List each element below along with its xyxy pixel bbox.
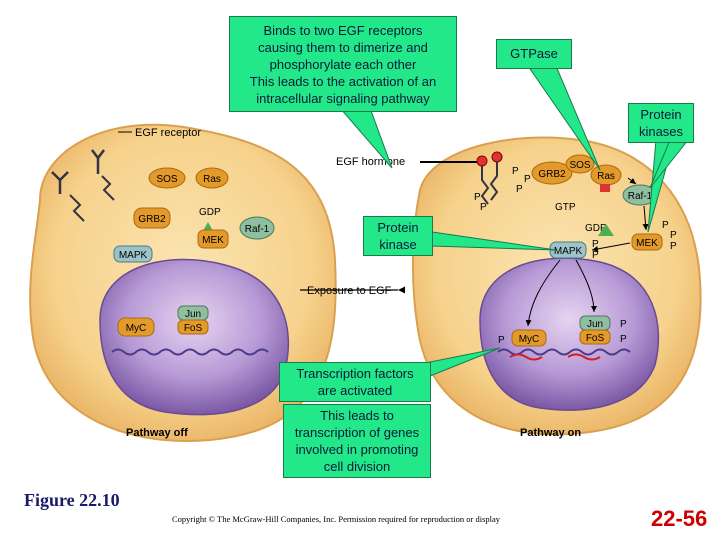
protein-grb2-right: GRB2 <box>531 161 573 185</box>
egf-receptors-left <box>51 131 132 222</box>
cell-pathway-on <box>411 136 702 436</box>
svg-text:Jun: Jun <box>587 319 603 330</box>
svg-text:Raf-1: Raf-1 <box>245 224 270 235</box>
callout-egf-binding: Binds to two EGF receptors causing them … <box>229 16 457 112</box>
callout-kinases-line-1: Protein <box>640 107 682 122</box>
protein-ras-right: Ras <box>590 164 622 192</box>
svg-text:MAPK: MAPK <box>119 250 148 261</box>
svg-text:MyC: MyC <box>126 323 147 334</box>
phosphate-mapk2: P <box>592 250 599 261</box>
mrna-transcripts <box>509 353 601 361</box>
phosphate-mek1: P <box>670 230 677 241</box>
pathway-arrows <box>525 177 649 327</box>
svg-text:GDP: GDP <box>199 207 221 218</box>
callout-transcription-factors: Transcription factors are activated <box>279 362 431 402</box>
callout-cell-division: This leads to transcription of genes inv… <box>283 404 431 478</box>
gdp-right: GDP <box>585 223 614 236</box>
svg-text:MEK: MEK <box>636 238 658 249</box>
protein-fos-right: FoS <box>579 329 611 345</box>
phosphate-r3: P <box>516 184 523 195</box>
phosphate-mek2: P <box>670 241 677 252</box>
svg-text:SOS: SOS <box>569 160 590 171</box>
svg-text:FoS: FoS <box>184 323 203 334</box>
callout-division-line-2: transcription of genes <box>294 425 420 440</box>
phosphate-myc: P <box>498 335 505 346</box>
nucleus-left <box>99 258 290 416</box>
callout-protein-kinases: Protein kinases <box>628 103 694 143</box>
protein-mek-left: MEK <box>197 229 229 249</box>
dna-right <box>497 348 631 356</box>
protein-sos-left: SOS <box>148 167 186 189</box>
protein-raf1-left: Raf-1 <box>239 216 275 240</box>
svg-text:Ras: Ras <box>597 171 615 182</box>
protein-jun-right: Jun <box>579 315 611 331</box>
svg-text:MEK: MEK <box>202 235 224 246</box>
svg-text:MyC: MyC <box>519 334 540 345</box>
callout-division-line-4: cell division <box>323 459 391 474</box>
egf-receptor-label: EGF receptor <box>135 127 201 139</box>
svg-text:MAPK: MAPK <box>554 246 583 257</box>
callout-gtpase: GTPase <box>496 39 572 69</box>
protein-jun-left: Jun <box>177 305 209 321</box>
protein-fos-left: FoS <box>177 319 209 335</box>
phosphate-mapk1: P <box>592 239 599 250</box>
exposure-label: Exposure to EGF <box>307 285 392 297</box>
callout-egf-line-1: Binds to two EGF receptors <box>263 23 423 38</box>
callout-egf-line-2: causing them to dimerize and <box>258 40 428 55</box>
phosphate-fos: P <box>620 334 627 345</box>
copyright-notice: Copyright © The McGraw-Hill Companies, I… <box>172 514 501 524</box>
pathway-off-label: Pathway off <box>126 427 188 439</box>
callout-egf-line-3: phosphorylate each other <box>269 57 417 72</box>
phosphate-r4: P <box>474 192 481 203</box>
protein-grb2-left: GRB2 <box>133 207 171 229</box>
figure-label: Figure 22.10 <box>24 490 120 510</box>
svg-text:GDP: GDP <box>585 223 607 234</box>
protein-mapk-left: MAPK <box>113 245 153 263</box>
phosphate-r1: P <box>512 166 519 177</box>
svg-text:Ras: Ras <box>203 174 221 185</box>
phosphate-jun: P <box>620 319 627 330</box>
svg-text:SOS: SOS <box>156 174 177 185</box>
callout-kinases-line-2: kinases <box>638 124 684 139</box>
callout-egf-line-5: intracellular signaling pathway <box>256 91 430 106</box>
dna-left <box>111 348 269 356</box>
svg-text:Raf-1: Raf-1 <box>628 191 653 202</box>
callout-protein-kinase: Protein kinase <box>363 216 433 256</box>
callout-transcription-line-2: are activated <box>317 383 393 398</box>
callout-division-line-3: involved in promoting <box>295 442 419 457</box>
protein-mek-right: MEK <box>631 233 663 251</box>
callout-kinase-line-2: kinase <box>379 237 417 252</box>
phosphate-r5: P <box>480 202 487 213</box>
pathway-on-label: Pathway on <box>520 427 581 439</box>
phosphate-r2: P <box>524 174 531 185</box>
nucleus-right <box>479 257 660 411</box>
svg-text:Jun: Jun <box>185 309 201 320</box>
svg-text:GRB2: GRB2 <box>138 214 166 225</box>
egf-hormone-label: EGF hormone <box>336 156 405 168</box>
protein-sos-right: SOS <box>565 154 595 174</box>
phosphate-raf: P <box>662 220 669 231</box>
callout-gtpase-text: GTPase <box>510 46 558 61</box>
svg-text:GRB2: GRB2 <box>538 169 566 180</box>
protein-myc-right: MyC <box>511 329 547 347</box>
protein-myc-left: MyC <box>117 317 155 337</box>
callout-transcription-line-1: Transcription factors <box>296 366 414 381</box>
protein-ras-left: Ras <box>195 167 229 189</box>
gtp-label: GTP <box>555 202 576 213</box>
svg-text:FoS: FoS <box>586 333 605 344</box>
callout-egf-line-4: This leads to the activation of an <box>249 74 437 89</box>
slide-number: 22-56 <box>651 506 708 531</box>
callout-division-line-1: This leads to <box>320 408 394 423</box>
cell-pathway-off <box>29 123 337 442</box>
callout-kinase-line-1: Protein <box>377 220 419 235</box>
egf-receptor-dimer-right <box>476 151 503 205</box>
